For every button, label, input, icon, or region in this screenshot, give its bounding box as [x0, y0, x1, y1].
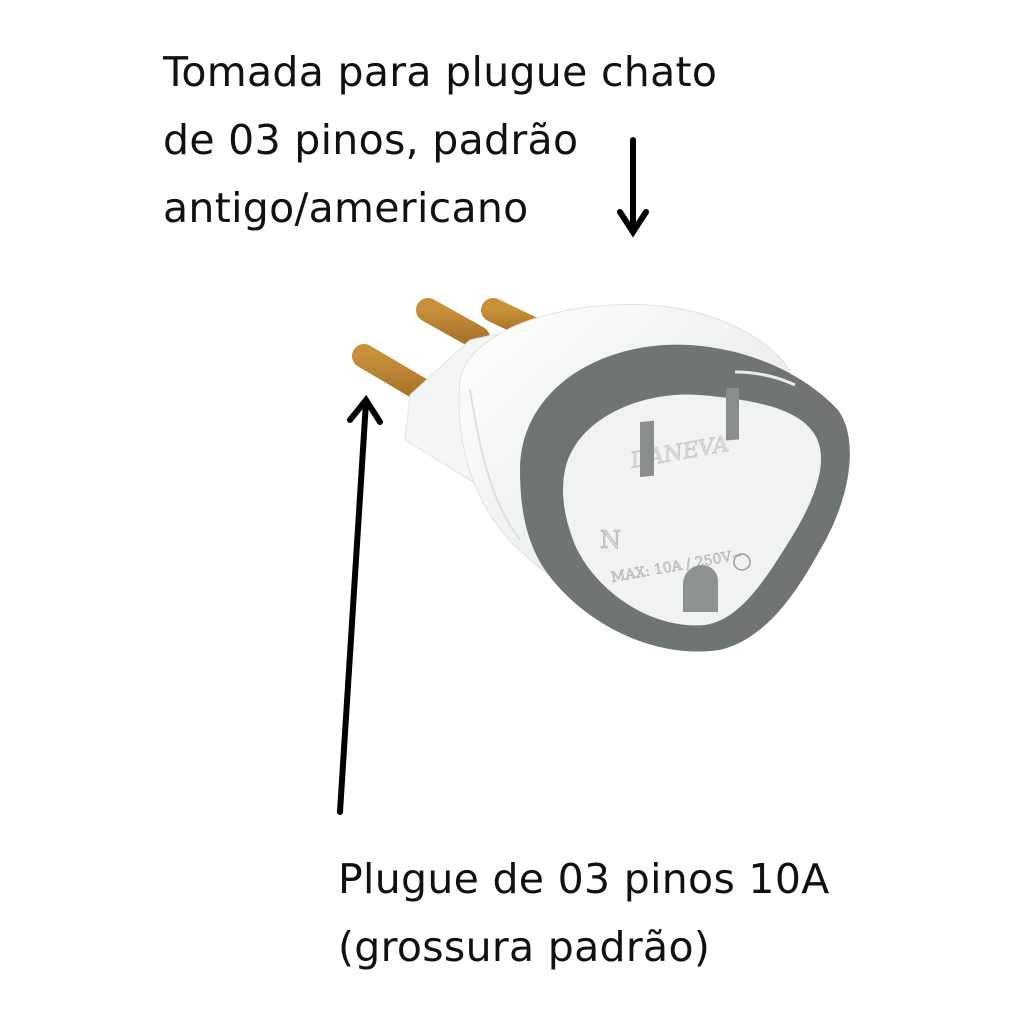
plug-annotation-line-1: Plugue de 03 pinos 10A: [338, 855, 830, 903]
socket-slot-left: [640, 420, 654, 478]
plug-annotation: Plugue de 03 pinos 10A (grossura padrão): [338, 845, 830, 981]
socket-annotation-line-3: antigo/americano: [163, 184, 529, 232]
socket-arrow-icon: [617, 137, 649, 238]
pin-top-left: [416, 298, 490, 350]
socket-face: [563, 394, 821, 626]
socket-annotation-line-2: de 03 pinos, padrão: [163, 116, 579, 164]
ground-symbol-icon: [733, 553, 751, 571]
plug-annotation-line-2: (grossura padrão): [338, 923, 711, 971]
socket-slot-right: [726, 387, 739, 441]
socket-annotation: Tomada para plugue chato de 03 pinos, pa…: [163, 38, 717, 242]
ground-hole: [683, 565, 718, 612]
neutral-mark: N: [600, 526, 621, 554]
pin-bottom: [352, 344, 437, 404]
plug-arrow-icon: [337, 394, 383, 815]
socket-annotation-line-1: Tomada para plugue chato: [163, 48, 718, 96]
